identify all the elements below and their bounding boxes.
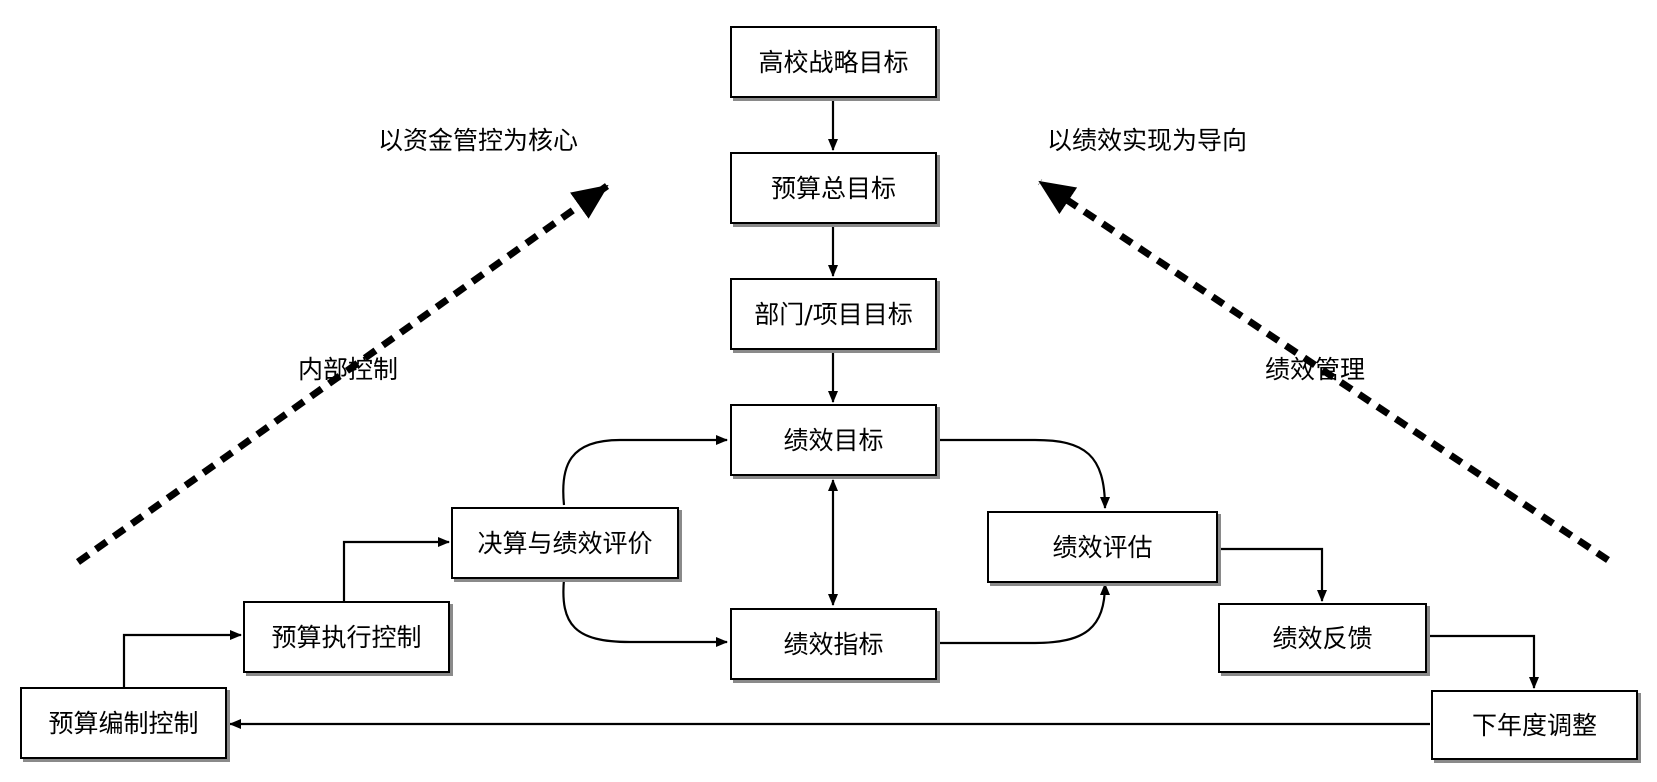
label-left-core: 以资金管控为核心 [378, 126, 579, 155]
arrow-final-to-perfindicator [562, 578, 728, 647]
arrow-feedback-to-nextyear [1428, 634, 1539, 689]
node-next-year-adjust: 下年度调整 [1431, 690, 1638, 760]
node-budget-exec-control: 预算执行控制 [243, 601, 450, 673]
node-perf-assessment: 绩效评估 [987, 511, 1218, 583]
node-dept-project-goal: 部门/项目目标 [730, 278, 937, 350]
arrow-perfgoal-to-assessment [936, 438, 1110, 509]
node-budget-total-goal: 预算总目标 [730, 152, 937, 224]
node-strategy-goal: 高校战略目标 [730, 26, 937, 98]
arrow-exec-to-final [342, 537, 450, 601]
node-perf-goal: 绩效目标 [730, 404, 937, 476]
arrow-assessment-to-feedback [1218, 547, 1327, 602]
label-right-core: 以绩效实现为导向 [1047, 126, 1248, 155]
node-budget-prep-control: 预算编制控制 [20, 687, 227, 759]
label-right-axis: 绩效管理 [1265, 355, 1366, 384]
node-perf-indicator: 绩效指标 [730, 608, 937, 680]
right-dotted-arrow [1038, 179, 1610, 563]
arrow-prep-to-exec [122, 630, 242, 687]
left-dotted-arrow [75, 183, 610, 565]
node-final-account-eval: 决算与绩效评价 [451, 507, 679, 579]
arrow-perfindicator-to-assessment [936, 583, 1110, 645]
arrow-final-to-perfgoal [562, 435, 728, 506]
node-perf-feedback: 绩效反馈 [1218, 603, 1427, 673]
label-left-axis: 内部控制 [298, 355, 399, 384]
